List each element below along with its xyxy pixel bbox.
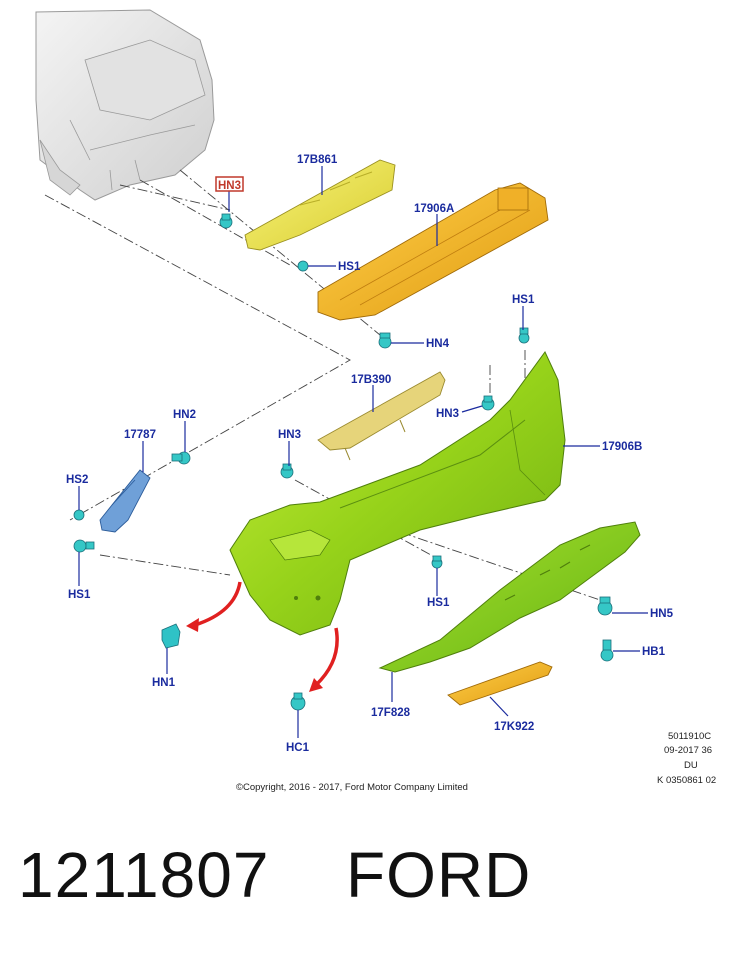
callout-hs1-right[interactable]: HS1 bbox=[512, 294, 535, 306]
clip-hn4[interactable] bbox=[378, 332, 392, 349]
callout-hs1-top[interactable]: HS1 bbox=[338, 261, 361, 273]
callout-hc1[interactable]: HC1 bbox=[286, 742, 310, 754]
parts-diagram: HN3 17B861 17906A HS1 HN4 HS1 17B390 HN3… bbox=[35, 9, 716, 786]
clip-hs2[interactable] bbox=[73, 509, 85, 521]
callout-hs1-mid[interactable]: HS1 bbox=[427, 597, 450, 609]
clip-hn3-top[interactable] bbox=[219, 213, 233, 229]
fasteners bbox=[73, 213, 614, 711]
bumper-cover-17906b[interactable] bbox=[229, 351, 566, 636]
bracket-17b390[interactable] bbox=[317, 371, 446, 461]
bracket-17787[interactable] bbox=[99, 469, 151, 533]
clip-hn3-right[interactable] bbox=[481, 395, 495, 411]
callout-hb1[interactable]: HB1 bbox=[642, 646, 666, 658]
clip-hs1-right[interactable] bbox=[518, 327, 530, 344]
callout-hn3-right[interactable]: HN3 bbox=[436, 408, 459, 420]
callout-hs2[interactable]: HS2 bbox=[66, 474, 88, 486]
part-number: 1211807 bbox=[18, 839, 270, 911]
clip-hs1-mid[interactable] bbox=[431, 555, 443, 569]
clip-hn3-mid[interactable] bbox=[280, 463, 294, 479]
callout-17787[interactable]: 17787 bbox=[124, 429, 156, 441]
leader-lines bbox=[78, 166, 648, 738]
callout-17b861[interactable]: 17B861 bbox=[297, 154, 338, 166]
meta-line-4: K 0350861 02 bbox=[657, 775, 716, 786]
callout-17906b[interactable]: 17906B bbox=[602, 441, 642, 453]
copyright-notice: ©Copyright, 2016 - 2017, Ford Motor Comp… bbox=[236, 782, 468, 793]
brand-name: FORD bbox=[346, 839, 532, 911]
callout-hn4[interactable]: HN4 bbox=[426, 338, 450, 350]
document-meta: 5011910C 09-2017 36 DU K 0350861 02 bbox=[657, 731, 716, 786]
callout-hn5[interactable]: HN5 bbox=[650, 608, 674, 620]
callout-17b390[interactable]: 17B390 bbox=[351, 374, 391, 386]
callout-hn1[interactable]: HN1 bbox=[152, 677, 176, 689]
diffuser-17f828[interactable] bbox=[378, 521, 641, 673]
reinforcement-17906a[interactable] bbox=[317, 182, 549, 321]
removal-arrows bbox=[186, 581, 339, 692]
meta-line-1: 5011910C bbox=[668, 731, 711, 742]
callout-hn3-top[interactable]: HN3 bbox=[218, 180, 241, 192]
bracket-hn1[interactable] bbox=[161, 623, 181, 649]
callout-17f828[interactable]: 17F828 bbox=[371, 707, 411, 719]
callout-labels: HN3 17B861 17906A HS1 HN4 HS1 17B390 HN3… bbox=[66, 154, 674, 754]
meta-line-2: 09-2017 36 bbox=[664, 745, 712, 756]
meta-line-3: DU bbox=[684, 760, 698, 771]
callout-17906a[interactable]: 17906A bbox=[414, 203, 454, 215]
clip-hs1-left[interactable] bbox=[73, 539, 95, 553]
clip-hn2[interactable] bbox=[171, 451, 191, 465]
bracket-17b861[interactable] bbox=[244, 159, 396, 251]
clip-hc1[interactable] bbox=[290, 692, 306, 711]
callout-17k922[interactable]: 17K922 bbox=[494, 721, 534, 733]
strip-17k922[interactable] bbox=[447, 661, 553, 706]
callout-hs1-left[interactable]: HS1 bbox=[68, 589, 91, 601]
clip-hs1-top[interactable] bbox=[297, 260, 309, 272]
clip-hn5[interactable] bbox=[597, 596, 613, 616]
clip-hb1[interactable] bbox=[600, 639, 614, 662]
highlight-box bbox=[215, 176, 244, 192]
callout-hn3-mid[interactable]: HN3 bbox=[278, 429, 301, 441]
callout-hn2[interactable]: HN2 bbox=[173, 409, 196, 421]
vehicle-rear-illustration bbox=[35, 9, 215, 201]
